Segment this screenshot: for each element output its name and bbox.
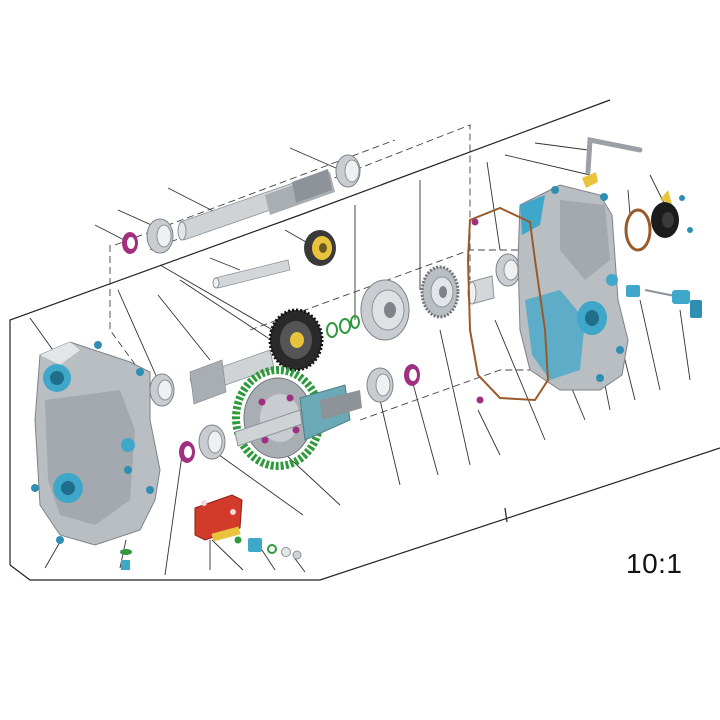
input-shaft-bearing (335, 154, 361, 188)
snap-rings (326, 315, 360, 338)
output-gear-icon (420, 265, 460, 319)
gear-ratio-label: 10:1 (626, 548, 683, 579)
right-bearing (495, 253, 521, 287)
main-ring-gear-icon (232, 366, 362, 470)
diagram-frame (9, 99, 720, 581)
idler-pin-shaft (212, 259, 291, 289)
lower-bearings (179, 364, 420, 463)
countershaft (149, 349, 275, 407)
right-case-half (517, 184, 629, 391)
small-gear-icon (304, 230, 336, 266)
case-gasket (466, 206, 550, 404)
breather-tube (582, 136, 643, 188)
red-cover-plate (194, 494, 302, 560)
drain-plug-parts (120, 549, 132, 570)
clutch-drum-gear-icon (360, 279, 410, 341)
seal-and-bearing-top-left (122, 218, 174, 254)
right-side-parts (624, 190, 702, 318)
idler-gear-icon (268, 308, 324, 372)
left-case-half (31, 341, 161, 546)
bolt-icon (94, 341, 102, 349)
sensor-icon (248, 538, 262, 552)
spacer-sleeve (467, 275, 495, 305)
input-shaft (177, 169, 335, 241)
